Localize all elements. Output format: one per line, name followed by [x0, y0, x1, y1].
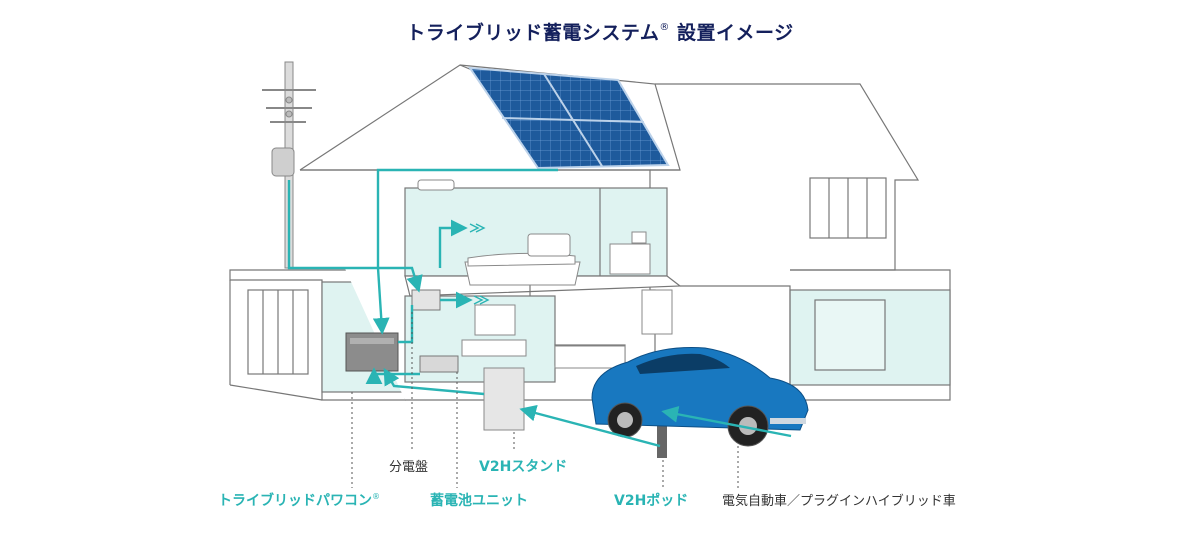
furniture — [417, 179, 673, 369]
bed-headboard — [527, 233, 571, 257]
v2h-flow-line — [383, 367, 485, 396]
upstairs-flow-line — [438, 219, 468, 268]
tv-stand — [461, 339, 527, 357]
power-conditioner-registered-mark: ® — [372, 492, 380, 501]
energy-flow-lines — [287, 168, 792, 448]
battery-flow-line — [365, 367, 420, 384]
desk-monitor — [631, 231, 647, 244]
electric-vehicle — [591, 347, 809, 447]
distribution-board — [411, 289, 441, 311]
power-conditioner-label: トライブリッドパワコン® — [218, 490, 380, 510]
electric-vehicle-label: 電気自動車／プラグインハイブリッド車 — [722, 494, 956, 509]
leader-lines — [351, 312, 739, 490]
battery-unit-label: 蓄電池ユニット — [430, 493, 528, 509]
v2h-pod-label: V2Hポッド — [614, 493, 689, 509]
title-main: トライブリッド蓄電システム — [406, 22, 660, 44]
air-conditioner — [417, 179, 455, 191]
tv — [474, 304, 516, 336]
title-tail: 設置イメージ — [669, 22, 794, 44]
v2h-stand-label: V2Hスタンド — [479, 459, 568, 475]
diagram-title: トライブリッド蓄電システム® 設置イメージ — [0, 18, 1200, 45]
power-conditioner-label-text: トライブリッドパワコン — [218, 493, 372, 509]
battery-unit — [419, 355, 459, 373]
pod-to-stand-line — [519, 404, 661, 448]
solar-array — [467, 66, 670, 170]
grid-flow-line — [287, 180, 423, 293]
distribution-board-label: 分電盤 — [389, 460, 429, 475]
car-to-pod-line — [661, 406, 792, 438]
title-registered-mark: ® — [659, 22, 670, 33]
v2h-stand-unit — [483, 367, 525, 431]
solar-flow-line — [372, 168, 558, 335]
